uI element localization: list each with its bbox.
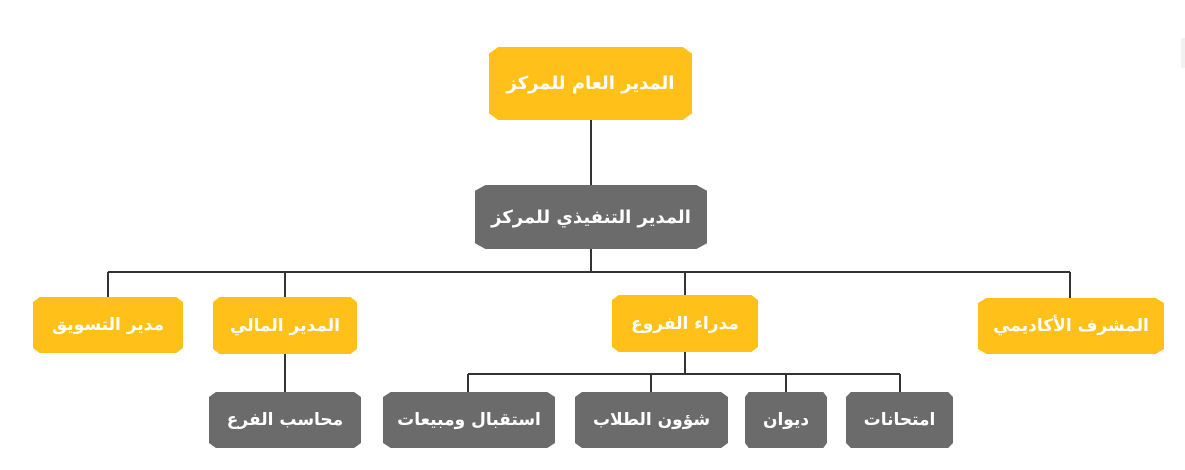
node-marketing-manager: مدير التسويق (33, 297, 183, 353)
node-diwan: ديوان (745, 392, 827, 448)
node-general-manager: المدير العام للمركز (489, 47, 692, 120)
node-branch-managers: مدراء الفروع (612, 295, 758, 352)
node-exams: امتحانات (846, 392, 953, 448)
node-student-affairs: شؤون الطلاب (575, 392, 728, 448)
page-edge-mark (1181, 38, 1185, 68)
node-academic-supervisor: المشرف الأكاديمي (978, 298, 1164, 354)
node-financial-manager: المدير المالي (213, 297, 357, 354)
node-reception-sales: استقبال ومبيعات (383, 392, 555, 448)
node-executive-manager: المدير التنفيذي للمركز (475, 185, 707, 249)
node-branch-accountant: محاسب الفرع (209, 392, 361, 448)
